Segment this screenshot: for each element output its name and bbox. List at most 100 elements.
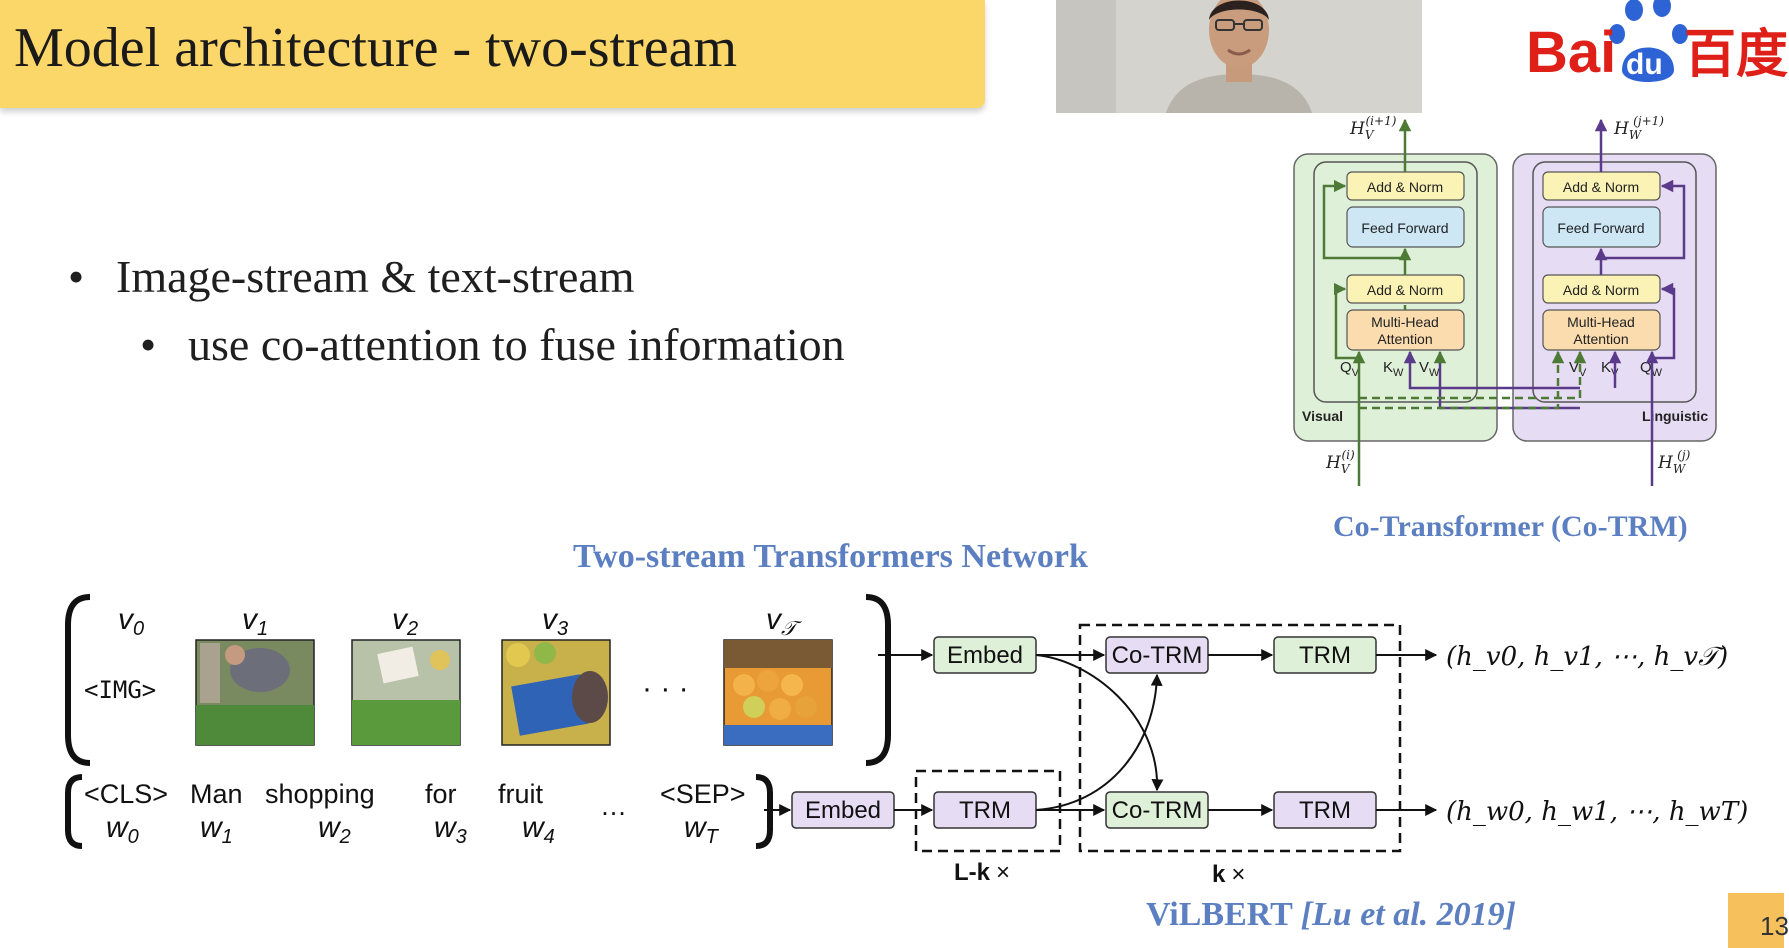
svg-text:Co-TRM: Co-TRM bbox=[1112, 642, 1203, 669]
linguistic-flow-arrows bbox=[1594, 118, 1686, 486]
two-stream-network-diagram: v0 v1 v2 v3 v𝒯 <IMG> · · · bbox=[65, 594, 1748, 888]
paw-icon bbox=[1609, 0, 1688, 82]
visual-feed-forward: Feed Forward bbox=[1346, 206, 1465, 248]
hw-input-label: HW(j) bbox=[1657, 448, 1691, 476]
svg-text:Multi-Head: Multi-Head bbox=[1567, 314, 1635, 330]
svg-text:Add & Norm: Add & Norm bbox=[1563, 179, 1639, 195]
visual-token-1: v1 bbox=[242, 603, 268, 640]
linguistic-add-norm-bottom: Add & Norm bbox=[1542, 274, 1661, 304]
svg-text:Add & Norm: Add & Norm bbox=[1367, 282, 1443, 298]
visual-add-norm-top: Add & Norm bbox=[1346, 171, 1465, 201]
visual-co-trm-block: Co-TRM bbox=[1105, 636, 1209, 674]
hv-output-label: HV(i+1) bbox=[1349, 114, 1397, 142]
region-image-T bbox=[723, 639, 833, 746]
text-bracket-right bbox=[755, 774, 773, 849]
bullet-item-1: Image-stream & text-stream bbox=[68, 250, 635, 303]
webcam-person-image bbox=[1056, 0, 1422, 113]
svg-text:TRM: TRM bbox=[1299, 642, 1351, 669]
text-token-for: for bbox=[425, 779, 457, 809]
visual-embed-block: Embed bbox=[933, 636, 1037, 674]
svg-text:TRM: TRM bbox=[1299, 797, 1351, 824]
text-token-sep: <SEP> bbox=[660, 779, 746, 809]
svg-text:Feed Forward: Feed Forward bbox=[1361, 220, 1448, 236]
word-token-1: w1 bbox=[200, 811, 233, 848]
svg-text:QW: QW bbox=[1640, 359, 1663, 379]
text-token-fruit: fruit bbox=[498, 779, 544, 809]
svg-text:Add & Norm: Add & Norm bbox=[1367, 179, 1443, 195]
svg-text:Embed: Embed bbox=[805, 797, 881, 824]
region-image-3 bbox=[501, 639, 611, 746]
slide-title: Model architecture - two-stream bbox=[14, 17, 738, 79]
svg-text:Add & Norm: Add & Norm bbox=[1563, 282, 1639, 298]
visual-trm-block: TRM bbox=[1273, 636, 1377, 674]
word-token-2: w2 bbox=[318, 811, 351, 848]
text-token-ellipsis: … bbox=[600, 791, 627, 821]
cross-attention-dashes bbox=[1359, 350, 1622, 410]
hv-input-label: HV(i) bbox=[1325, 448, 1355, 476]
svg-text:Feed Forward: Feed Forward bbox=[1557, 220, 1644, 236]
visual-add-norm-bottom: Add & Norm bbox=[1346, 274, 1465, 304]
word-token-4: w4 bbox=[522, 811, 555, 848]
network-caption: Two-stream Transformers Network bbox=[573, 538, 1088, 575]
logo-text-chinese: 百度 bbox=[1684, 26, 1788, 84]
svg-text:Multi-Head: Multi-Head bbox=[1371, 314, 1439, 330]
word-token-3: w3 bbox=[434, 811, 467, 848]
svg-text:Attention: Attention bbox=[1377, 331, 1432, 347]
svg-text:HV(i): HV(i) bbox=[1325, 448, 1355, 476]
webcam-feed bbox=[1056, 0, 1422, 113]
visual-token-2: v2 bbox=[392, 603, 418, 640]
hw-output-label: HW(j+1) bbox=[1613, 114, 1664, 142]
word-token-0: w0 bbox=[106, 811, 139, 848]
svg-text:VV: VV bbox=[1569, 359, 1587, 379]
svg-text:HW(j): HW(j) bbox=[1657, 448, 1691, 476]
svg-text:TRM: TRM bbox=[959, 797, 1011, 824]
text-bracket-left bbox=[65, 774, 83, 849]
svg-text:VW: VW bbox=[1419, 359, 1440, 379]
text-co-trm-block: Co-TRM bbox=[1105, 791, 1209, 829]
visual-multi-head-attention: Multi-Head Attention bbox=[1346, 309, 1465, 351]
bullet-item-2: use co-attention to fuse information bbox=[140, 318, 845, 371]
text-token-cls: <CLS> bbox=[84, 779, 168, 809]
co-trm-caption: Co-Transformer (Co-TRM) bbox=[1333, 510, 1688, 543]
text-token-shopping: shopping bbox=[265, 779, 375, 809]
svg-text:QV: QV bbox=[1340, 359, 1360, 379]
visual-token-T: v𝒯 bbox=[766, 603, 803, 640]
img-token: <IMG> bbox=[84, 676, 156, 704]
svg-text:KW: KW bbox=[1383, 359, 1404, 379]
text-token-man: Man bbox=[190, 779, 243, 809]
visual-dots: · · · bbox=[642, 672, 689, 705]
svg-text:HW(j+1): HW(j+1) bbox=[1613, 114, 1664, 142]
visual-token-3: v3 bbox=[542, 603, 568, 640]
linguistic-feed-forward: Feed Forward bbox=[1542, 206, 1661, 248]
word-token-T: wT bbox=[684, 811, 720, 848]
text-trm-block-lk: TRM bbox=[933, 791, 1037, 829]
visual-input-labels: QV KW VW bbox=[1340, 359, 1440, 379]
visual-bracket-left bbox=[65, 594, 91, 766]
text-trm-block: TRM bbox=[1273, 791, 1377, 829]
logo-text-bai: Bai bbox=[1526, 20, 1616, 85]
k-label: k× bbox=[1212, 861, 1245, 888]
vilbert-citation: [Lu et al. 2019] bbox=[1300, 896, 1517, 933]
text-output: (h_w0, h_w1, ⋯, h_wT) bbox=[1446, 797, 1748, 827]
linguistic-label: Linguistic bbox=[1642, 408, 1708, 424]
text-embed-block: Embed bbox=[791, 791, 895, 829]
k-group bbox=[1078, 623, 1402, 853]
svg-text:Attention: Attention bbox=[1573, 331, 1628, 347]
svg-text:HV(i+1): HV(i+1) bbox=[1349, 114, 1397, 142]
linguistic-add-norm-top: Add & Norm bbox=[1542, 171, 1661, 201]
visual-output: (h_v0, h_v1, ⋯, h_v𝒯) bbox=[1446, 642, 1728, 672]
visual-token-0: v0 bbox=[118, 603, 144, 640]
linguistic-multi-head-attention: Multi-Head Attention bbox=[1542, 309, 1661, 351]
page-number: 13 bbox=[1728, 893, 1789, 948]
vilbert-caption: ViLBERT [Lu et al. 2019] bbox=[1146, 896, 1517, 933]
baidu-logo: Bai du 百度 bbox=[1522, 0, 1788, 92]
svg-text:Embed: Embed bbox=[947, 642, 1023, 669]
visual-bracket-right bbox=[865, 594, 891, 766]
network-arrows bbox=[764, 649, 1438, 816]
region-image-2 bbox=[351, 639, 461, 746]
region-image-1 bbox=[195, 639, 315, 746]
visual-label: Visual bbox=[1302, 408, 1343, 424]
title-bar: Model architecture - two-stream bbox=[0, 0, 985, 108]
co-transformer-diagram: Visual Linguistic Add & Norm Feed Forwar… bbox=[1293, 114, 1717, 486]
svg-text:Co-TRM: Co-TRM bbox=[1112, 797, 1203, 824]
